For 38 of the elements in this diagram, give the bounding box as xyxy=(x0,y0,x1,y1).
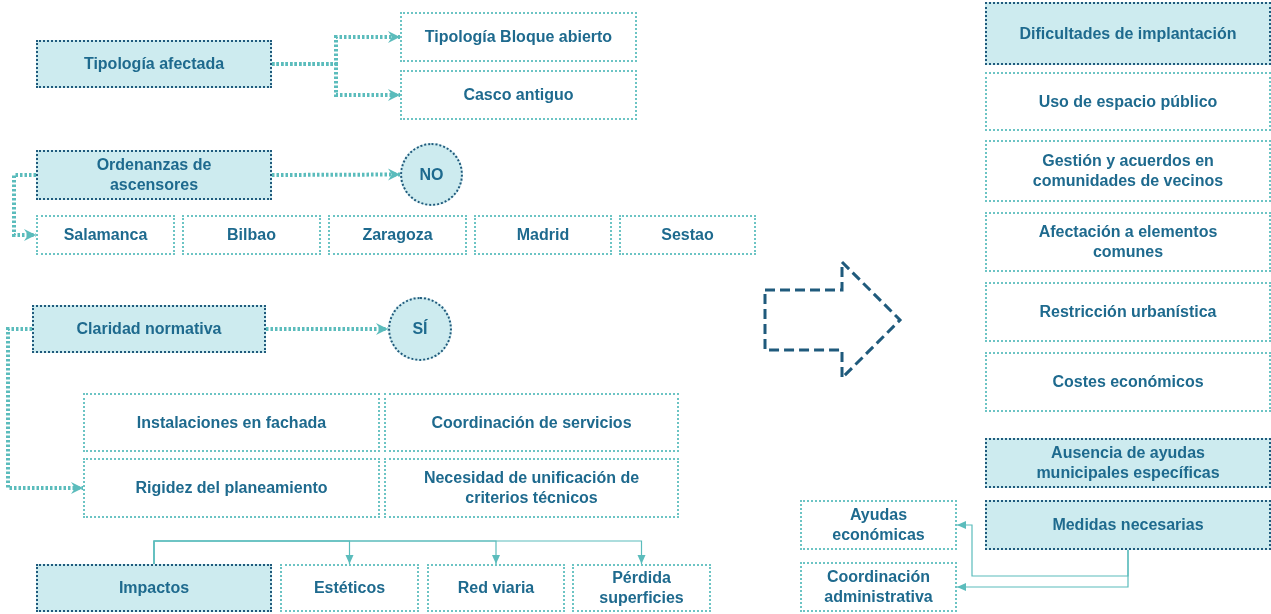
item-box: Coordinación administrativa xyxy=(800,562,957,612)
item-box: Madrid xyxy=(474,215,612,255)
item-box: Rigidez del planeamiento xyxy=(83,458,380,518)
item-box: Sestao xyxy=(619,215,756,255)
heading-box: Tipología afectada xyxy=(36,40,272,88)
heading-box: Ordenanzas de ascensores xyxy=(36,150,272,200)
connector-arrow xyxy=(272,62,400,101)
item-box: Tipología Bloque abierto xyxy=(400,12,637,62)
heading-box: Impactos xyxy=(36,564,272,612)
connector-arrow xyxy=(266,323,388,335)
heading-box: Ausencia de ayudas municipales específicas xyxy=(985,438,1271,488)
item-box: Pérdida superficies xyxy=(572,564,711,612)
item-box: Uso de espacio público xyxy=(985,72,1271,131)
connector-arrow xyxy=(6,327,83,494)
heading-box: Dificultades de implantación xyxy=(985,2,1271,65)
connector-arrow xyxy=(153,540,646,565)
item-box: Costes económicos xyxy=(985,352,1271,412)
item-box: Afectación a elementos comunes xyxy=(985,212,1271,272)
item-box: Zaragoza xyxy=(328,215,467,255)
item-box: Red viaria xyxy=(427,564,565,612)
answer-circle: NO xyxy=(400,143,463,206)
connector-arrow xyxy=(956,521,1129,577)
connector-arrow xyxy=(272,168,400,181)
connector-arrow xyxy=(956,549,1129,591)
item-box: Bilbao xyxy=(182,215,321,255)
item-box: Gestión y acuerdos en comunidades de vecinos xyxy=(985,140,1271,202)
heading-box: Medidas necesarias xyxy=(985,500,1271,550)
item-box: Casco antiguo xyxy=(400,70,637,120)
item-box: Salamanca xyxy=(36,215,175,255)
heading-box: Claridad normativa xyxy=(32,305,266,353)
answer-circle: SÍ xyxy=(388,297,452,361)
connector-arrow xyxy=(12,173,36,241)
item-box: Coordinación de servicios xyxy=(384,393,679,452)
item-box: Instalaciones en fachada xyxy=(83,393,380,452)
item-box: Restricción urbanística xyxy=(985,282,1271,342)
item-box: Ayudas económicas xyxy=(800,500,957,550)
item-box: Necesidad de unificación de criterios técnicos xyxy=(384,458,679,518)
item-box: Estéticos xyxy=(280,564,419,612)
